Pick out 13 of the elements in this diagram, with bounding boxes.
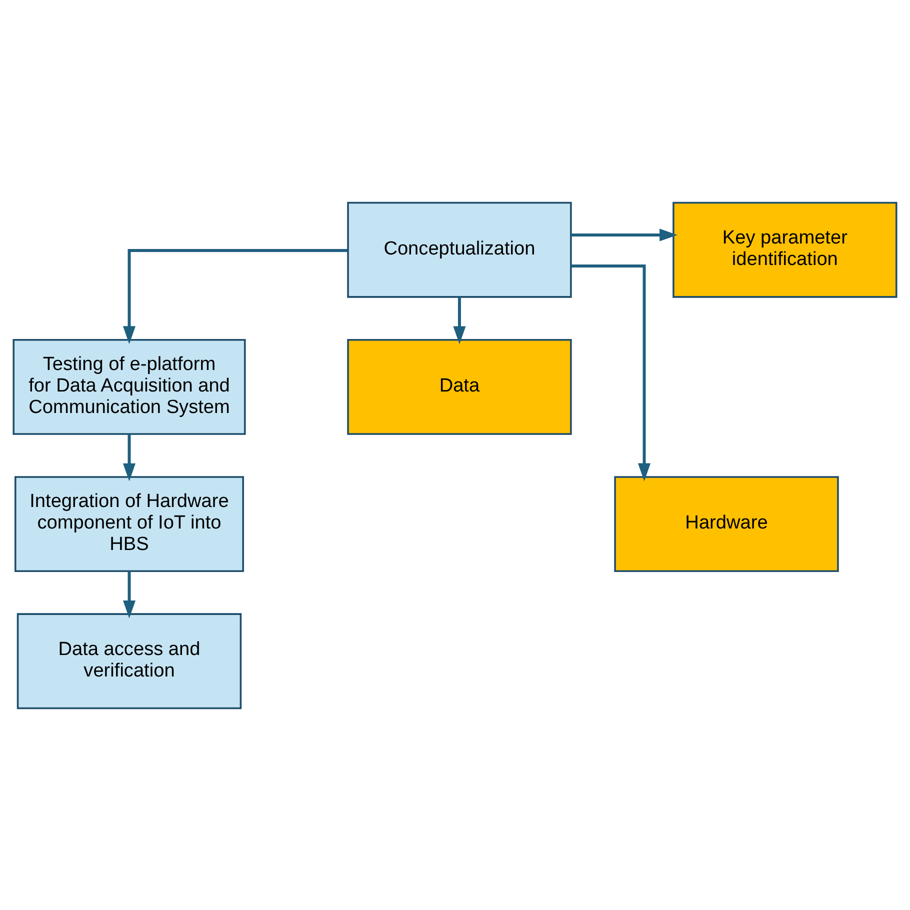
node-box: Conceptualization: [347, 201, 572, 298]
arrow: [122, 248, 348, 344]
node-box: Integration of Hardware component of IoT into HBS: [14, 476, 244, 572]
node-box: Key parameter identification: [672, 201, 898, 298]
node-box: Data access and verification: [16, 612, 242, 709]
node-box: Hardware: [614, 476, 839, 572]
arrow: [453, 296, 466, 344]
node-box: Data: [347, 338, 572, 434]
arrow: [122, 570, 136, 618]
arrow: [122, 434, 136, 481]
arrow: [571, 228, 678, 241]
arrow: [571, 264, 651, 481]
node-box: Testing of e-platform for Data Acquisition and Communication System: [12, 338, 246, 434]
